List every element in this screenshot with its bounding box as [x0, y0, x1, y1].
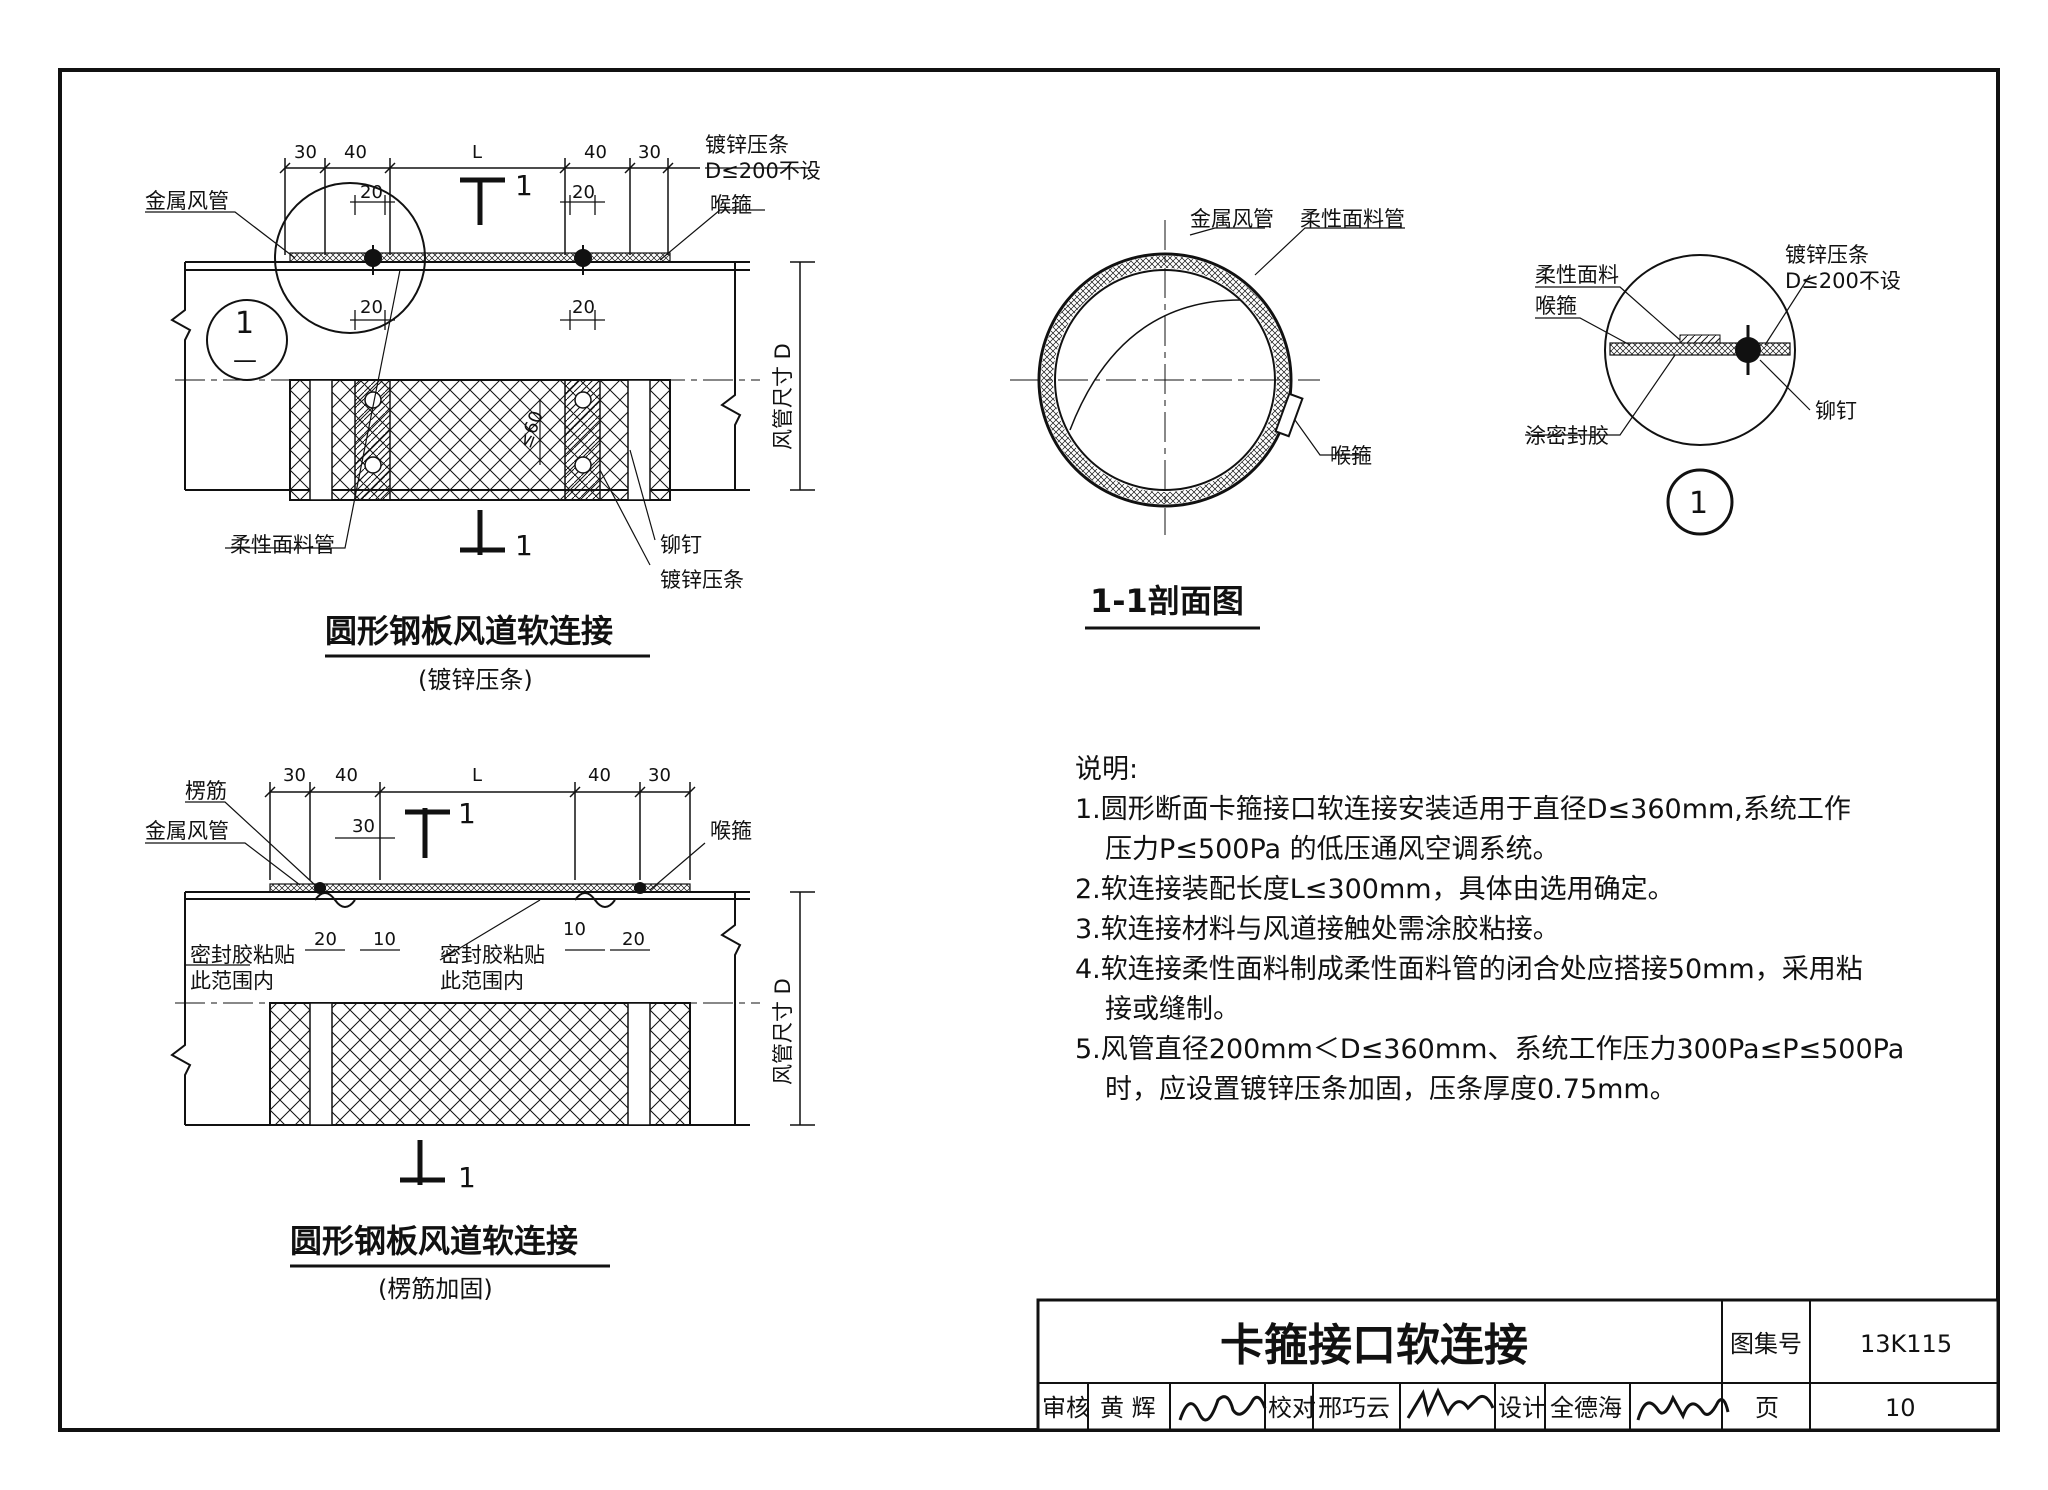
dim-30-right: 30	[638, 142, 661, 163]
fig2-dim-20-b: 20	[622, 929, 645, 950]
fig2-dim-30-right: 30	[648, 765, 671, 786]
figure-galv-strip: 30 40 L 40 30 20 20 20 20	[145, 133, 821, 694]
detail-label-rivet: 铆钉	[1815, 399, 1857, 423]
title-block-title: 卡箍接口软连接	[1220, 1320, 1528, 1371]
section-label-clamp: 喉箍	[1330, 444, 1372, 468]
notes-line-7: 5.风管直径200mm＜D≤360mm、系统工作压力300Pa≤P≤500Pa	[1075, 1034, 1904, 1065]
check-signature	[1406, 1387, 1495, 1419]
fig2-label-seal-b-mid: 此范围内	[440, 969, 524, 993]
page-label: 页	[1755, 1394, 1779, 1422]
section-1-1: 金属风管 柔性面料管 喉箍 1-1剖面图	[1010, 207, 1405, 630]
fig2-dim-20-a: 20	[314, 929, 337, 950]
section-label-flex-tube: 柔性面料管	[1300, 207, 1405, 231]
detail-number: 1	[1689, 486, 1708, 521]
figure2-title: 圆形钢板风道软连接	[290, 1222, 578, 1260]
page-number: 10	[1885, 1394, 1916, 1422]
section-mark-bottom: 1	[515, 529, 533, 562]
title-block: 卡箍接口软连接 图集号 13K115 审核 黄 辉 校对 邢巧云 设计 全德海 …	[1036, 1298, 2000, 1432]
fig2-label-seal-b-left: 此范围内	[190, 969, 274, 993]
notes-block: 说明: 1.圆形断面卡箍接口软连接安装适用于直径D≤360mm,系统工作 压力P…	[1075, 754, 1904, 1105]
notes-line-6: 接或缝制。	[1105, 994, 1240, 1025]
dim-30-left: 30	[294, 142, 317, 163]
section-title: 1-1剖面图	[1090, 582, 1244, 620]
fig2-label-seal-a-left: 密封胶粘贴	[190, 943, 295, 967]
dim-40-right: 40	[584, 142, 607, 163]
sheet-border	[58, 68, 2000, 1432]
dim-20-b: 20	[572, 182, 595, 203]
label-duct-size-D: 风管尺寸 D	[771, 343, 795, 450]
label-rivet: 铆钉	[660, 533, 702, 557]
notes-line-5: 4.软连接柔性面料制成柔性面料管的闭合处应搭接50mm，采用粘	[1075, 954, 1863, 985]
design-name: 全德海	[1550, 1394, 1622, 1422]
fig2-label-duct-size-D: 风管尺寸 D	[771, 978, 795, 1085]
detail-ref-under: —	[233, 346, 257, 374]
detail-label-flex-fabric: 柔性面料	[1535, 263, 1619, 287]
label-metal-duct: 金属风管	[145, 189, 229, 213]
review-signature	[1178, 1395, 1267, 1422]
detail-label-galv-note: D≤200不设	[1785, 269, 1901, 293]
label-flex-tube: 柔性面料管	[230, 533, 335, 557]
figure1-subtitle: (镀锌压条)	[418, 666, 533, 694]
label-galv-strip-2: 镀锌压条	[660, 568, 744, 592]
review-label: 审核	[1042, 1394, 1090, 1422]
fig2-section-mark-top: 1	[458, 797, 476, 830]
dim-L: L	[472, 142, 482, 163]
dim-20-d: 20	[572, 297, 595, 318]
section-label-metal-duct: 金属风管	[1190, 207, 1274, 231]
fig2-label-rib: 楞筋	[185, 779, 227, 803]
notes-line-3: 2.软连接装配长度L≤300mm，具体由选用确定。	[1075, 874, 1675, 905]
label-galv-note: D≤200不设	[705, 159, 821, 183]
section-mark-top: 1	[515, 169, 533, 202]
fig2-label-metal-duct: 金属风管	[145, 819, 229, 843]
detail-label-clamp: 喉箍	[1535, 294, 1577, 318]
label-galv-strip: 镀锌压条	[705, 133, 789, 157]
notes-line-2: 压力P≤500Pa 的低压通风空调系统。	[1105, 834, 1560, 865]
fig2-dim-10-a: 10	[373, 929, 396, 950]
figure2-subtitle: (楞筋加固)	[378, 1275, 493, 1303]
figure1-title: 圆形钢板风道软连接	[325, 612, 613, 650]
fig2-label-seal-a-mid: 密封胶粘贴	[440, 943, 545, 967]
detail-1: 柔性面料 喉箍 涂密封胶 镀锌压条 D≤200不设 铆钉 1	[1525, 243, 1901, 536]
notes-heading: 说明:	[1075, 754, 1138, 785]
notes-line-4: 3.软连接材料与风道接触处需涂胶粘接。	[1075, 914, 1560, 945]
detail-label-sealant: 涂密封胶	[1525, 424, 1609, 448]
detail-ref-number: 1	[235, 306, 254, 341]
figure-rib-reinforce: 30 40 L 40 30 30 20 10 10 20	[145, 765, 815, 1303]
fig2-dim-10-b: 10	[563, 919, 586, 940]
fig2-dim-40-right: 40	[588, 765, 611, 786]
check-name: 邢巧云	[1318, 1394, 1390, 1422]
fig2-dim-40-left: 40	[335, 765, 358, 786]
fig2-label-clamp: 喉箍	[710, 819, 752, 843]
fig2-dim-30-inner: 30	[352, 816, 375, 837]
fig2-dim-30-left: 30	[283, 765, 306, 786]
design-signature	[1636, 1394, 1730, 1421]
review-name: 黄 辉	[1100, 1394, 1156, 1422]
fig2-section-mark-bottom: 1	[458, 1161, 476, 1194]
detail-label-galv-strip: 镀锌压条	[1785, 243, 1869, 267]
dim-20-c: 20	[360, 297, 383, 318]
atlas-label: 图集号	[1730, 1330, 1802, 1358]
label-clamp: 喉箍	[710, 193, 752, 217]
notes-line-1: 1.圆形断面卡箍接口软连接安装适用于直径D≤360mm,系统工作	[1075, 794, 1851, 825]
design-label: 设计	[1498, 1394, 1546, 1422]
notes-line-8: 时，应设置镀锌压条加固，压条厚度0.75mm。	[1105, 1074, 1677, 1105]
dim-40-left: 40	[344, 142, 367, 163]
fig2-dim-L: L	[472, 765, 482, 786]
check-label: 校对	[1268, 1394, 1316, 1422]
atlas-number: 13K115	[1860, 1330, 1952, 1358]
